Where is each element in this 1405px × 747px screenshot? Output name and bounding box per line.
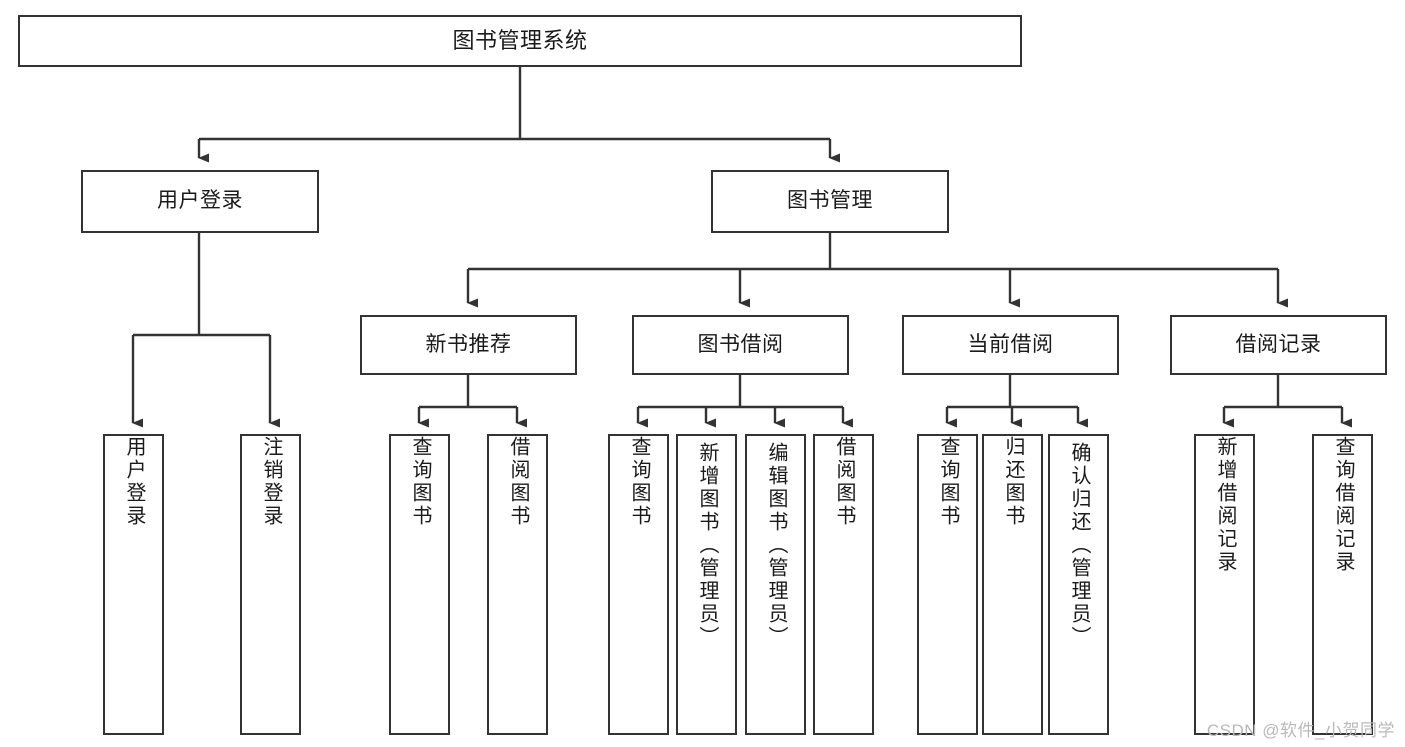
node-leaf-return-book[interactable]: 归还图书 [982, 434, 1043, 735]
watermark-text: CSDN @软件_小贺同学 [1206, 721, 1395, 740]
node-leaf-add-record[interactable]: 新增借阅记录 [1194, 434, 1255, 735]
node-leaf-query-book-rec[interactable]: 查询图书 [389, 434, 450, 735]
node-book-borrow[interactable]: 图书借阅 [632, 315, 849, 375]
node-leaf-edit-book-label: 编辑图书（管理员） [765, 442, 787, 649]
node-book-management[interactable]: 图书管理 [711, 170, 949, 233]
node-leaf-add-book-label: 新增图书（管理员） [696, 442, 718, 649]
node-leaf-query-record-label: 查询借阅记录 [1332, 436, 1354, 574]
node-leaf-confirm-return-label: 确认归还（管理员） [1068, 442, 1090, 649]
node-leaf-borrow-book-rec[interactable]: 借阅图书 [487, 434, 548, 735]
node-leaf-user-logout[interactable]: 注销登录 [240, 434, 301, 735]
node-leaf-user-login-label: 用户登录 [123, 436, 145, 528]
node-new-book-recommend-label: 新书推荐 [425, 332, 512, 356]
node-leaf-add-book[interactable]: 新增图书（管理员） [676, 434, 737, 735]
node-leaf-query-book-current-label: 查询图书 [937, 436, 959, 528]
node-user-login[interactable]: 用户登录 [81, 170, 319, 233]
node-book-borrow-label: 图书借阅 [697, 332, 784, 356]
node-new-book-recommend[interactable]: 新书推荐 [360, 315, 577, 375]
node-leaf-query-book-rec-label: 查询图书 [409, 436, 431, 528]
node-book-management-label: 图书管理 [787, 189, 873, 213]
node-user-login-label: 用户登录 [157, 189, 243, 213]
node-borrow-record-label: 借阅记录 [1235, 332, 1322, 356]
node-current-borrow-label: 当前借阅 [967, 332, 1054, 356]
node-leaf-return-book-label: 归还图书 [1002, 436, 1024, 528]
node-root-system-label: 图书管理系统 [452, 28, 588, 54]
node-leaf-borrow-book[interactable]: 借阅图书 [813, 434, 874, 735]
node-leaf-query-book-current[interactable]: 查询图书 [917, 434, 978, 735]
node-leaf-query-book-borrow-label: 查询图书 [628, 436, 650, 528]
node-current-borrow[interactable]: 当前借阅 [902, 315, 1119, 375]
node-leaf-query-record[interactable]: 查询借阅记录 [1312, 434, 1373, 735]
node-root-system[interactable]: 图书管理系统 [18, 15, 1022, 67]
node-leaf-user-logout-label: 注销登录 [260, 436, 282, 528]
node-leaf-borrow-book-rec-label: 借阅图书 [507, 436, 529, 528]
node-leaf-borrow-book-label: 借阅图书 [833, 436, 855, 528]
node-leaf-query-book-borrow[interactable]: 查询图书 [608, 434, 669, 735]
node-leaf-edit-book[interactable]: 编辑图书（管理员） [745, 434, 806, 735]
node-leaf-add-record-label: 新增借阅记录 [1214, 436, 1236, 574]
node-leaf-user-login[interactable]: 用户登录 [103, 434, 164, 735]
node-leaf-confirm-return[interactable]: 确认归还（管理员） [1048, 434, 1109, 735]
node-borrow-record[interactable]: 借阅记录 [1170, 315, 1387, 375]
